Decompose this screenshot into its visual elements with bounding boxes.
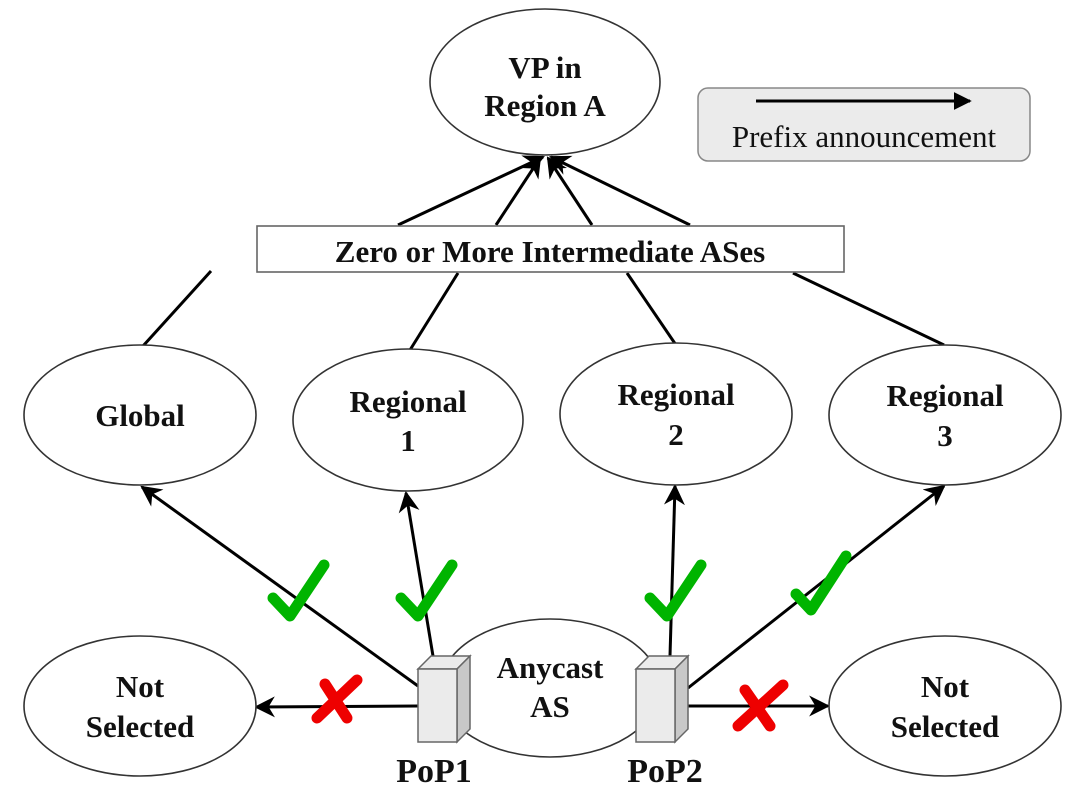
- node-not-selected-right: Not Selected: [828, 635, 1062, 777]
- node-regional2: Regional 2: [559, 342, 793, 486]
- regional2-label-line1: Regional: [617, 377, 735, 412]
- node-global: Global: [23, 344, 257, 486]
- check-icon: [644, 559, 707, 622]
- edge-regional1-to-intermediate: [408, 272, 460, 351]
- node-regional3: Regional 3: [828, 344, 1062, 486]
- check-icon: [395, 559, 458, 622]
- vp-label-line1: VP in: [508, 50, 581, 85]
- legend-box: Prefix announcement: [697, 87, 1031, 162]
- edges-to-intermediate: [141, 269, 945, 351]
- vp-label-line2: Region A: [484, 88, 606, 123]
- not-selected-left-line2: Selected: [86, 709, 194, 744]
- edge-pop1-to-regional1: [398, 490, 435, 657]
- check-icon: [267, 559, 330, 622]
- node-anycast-as: Anycast AS: [439, 618, 661, 758]
- pop2-server-icon: [634, 654, 690, 744]
- pop1-label: PoP1: [396, 753, 472, 790]
- edge-intermediate-to-vp-3: [546, 156, 594, 226]
- legend-background: [697, 87, 1031, 162]
- node-vp: VP in Region A: [429, 8, 661, 156]
- edge-regional2-to-intermediate: [625, 272, 678, 346]
- edge-pop2-to-regional3: [687, 484, 946, 690]
- regional1-label-line2: 1: [400, 423, 416, 458]
- not-selected-right-line1: Not: [921, 669, 970, 704]
- intermediate-ases-label: Zero or More Intermediate ASes: [335, 234, 765, 269]
- anycast-label-line2: AS: [530, 689, 570, 724]
- edge-pop1-to-global: [140, 485, 419, 688]
- edge-intermediate-to-vp-4: [549, 155, 691, 227]
- cross-icon: [732, 679, 789, 732]
- regional1-label-line1: Regional: [349, 384, 467, 419]
- regional3-label-line2: 3: [937, 418, 953, 453]
- edges-to-vp: [397, 155, 691, 227]
- regional2-label-line2: 2: [668, 417, 684, 452]
- intermediate-ases-box: Zero or More Intermediate ASes: [256, 225, 845, 273]
- cross-icon: [311, 674, 363, 724]
- pop2-label: PoP2: [627, 753, 703, 790]
- edge-intermediate-to-vp-2: [494, 156, 542, 226]
- node-not-selected-left: Not Selected: [23, 635, 257, 777]
- edge-intermediate-to-vp-1: [397, 155, 545, 227]
- check-icon: [790, 550, 852, 616]
- not-selected-left-line1: Not: [116, 669, 165, 704]
- node-regional1: Regional 1: [292, 348, 524, 492]
- edge-pop2-to-regional2: [663, 483, 685, 657]
- intermediate-ases-frame: [256, 225, 845, 273]
- global-label: Global: [95, 398, 185, 433]
- edge-global-to-intermediate: [141, 269, 213, 348]
- not-selected-right-line2: Selected: [891, 709, 999, 744]
- legend-label: Prefix announcement: [732, 119, 997, 154]
- edge-regional3-to-intermediate: [792, 271, 945, 347]
- regional3-label-line1: Regional: [886, 378, 1004, 413]
- anycast-label-line1: Anycast: [497, 650, 604, 685]
- pop1-server-icon: [416, 654, 472, 744]
